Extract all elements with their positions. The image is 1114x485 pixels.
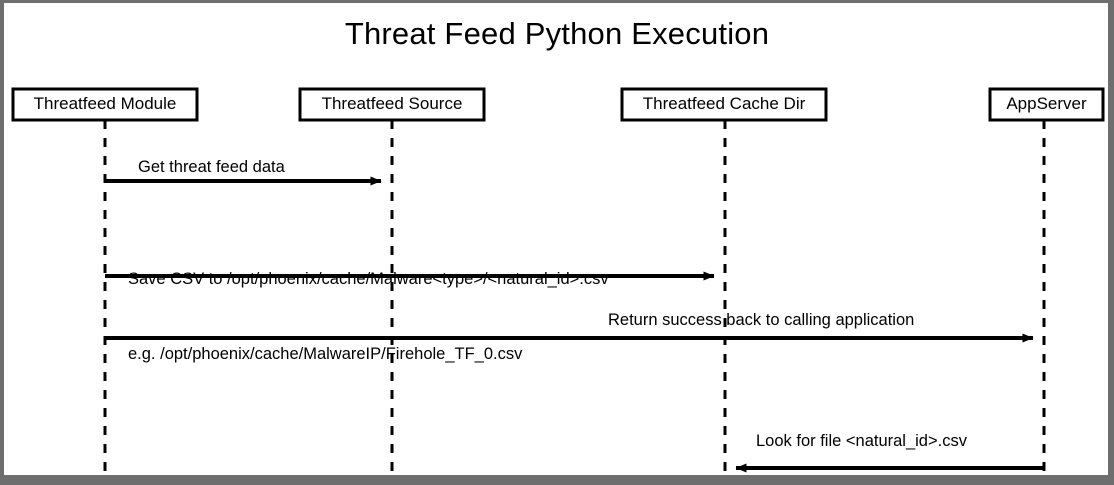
message-label-get-threat-feed-data: Get threat feed data xyxy=(138,158,285,176)
message-label-look-for-file-line-1: Look for file <natural_id>.csv xyxy=(756,432,967,450)
message-label-save-csv: Save CSV to /opt/phoenix/cache/Malware<t… xyxy=(128,217,609,417)
message-label-return-success: Return success back to calling applicati… xyxy=(608,311,915,329)
actor-label-threatfeed-source[interactable]: Threatfeed Source xyxy=(321,94,463,113)
message-label-save-csv-line-1: Save CSV to /opt/phoenix/cache/Malware<t… xyxy=(128,270,609,288)
message-label-look-for-file: Look for file <natural_id>.csv and proce… xyxy=(756,379,967,485)
actor-label-threatfeed-module[interactable]: Threatfeed Module xyxy=(33,94,177,113)
diagram-canvas xyxy=(4,3,1108,475)
page-title: Threat Feed Python Execution xyxy=(344,16,770,51)
actor-label-appserver[interactable]: AppServer xyxy=(1006,94,1087,113)
actor-label-threatfeed-cache-dir[interactable]: Threatfeed Cache Dir xyxy=(642,94,806,113)
message-label-save-csv-line-2: e.g. /opt/phoenix/cache/MalwareIP/Fireho… xyxy=(128,345,523,363)
